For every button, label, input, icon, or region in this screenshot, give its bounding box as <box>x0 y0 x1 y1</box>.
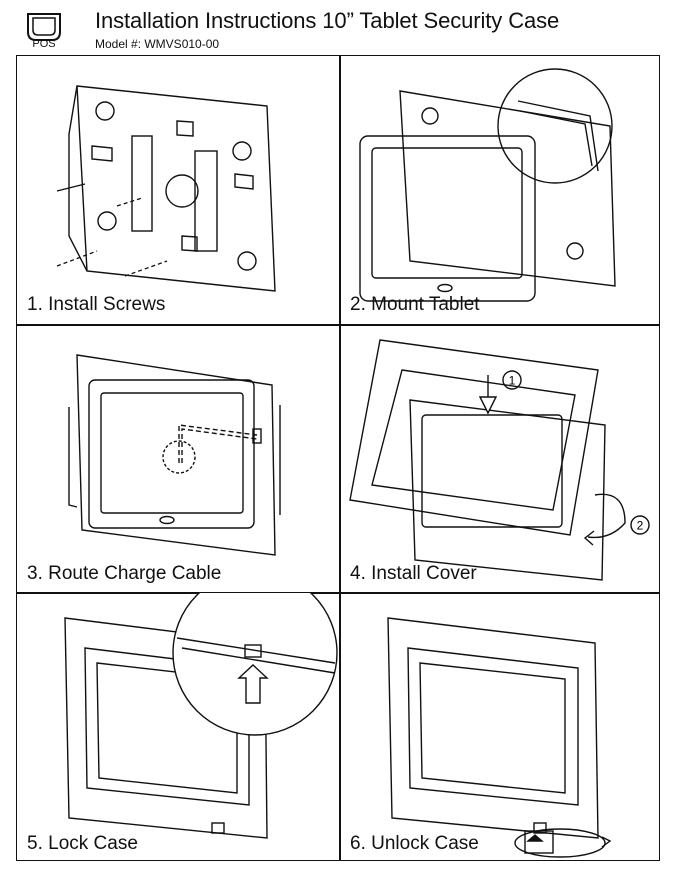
callout-number-2: 2 <box>637 519 644 533</box>
grid-divider-row-1 <box>17 324 659 326</box>
step-caption-1: 1. Install Screws <box>27 294 166 315</box>
logo-text: POS <box>32 38 56 50</box>
grid-divider-vertical <box>339 56 341 860</box>
route-cable-illustration <box>68 354 281 556</box>
step-caption-4: 4. Install Cover <box>350 563 477 584</box>
step-caption-6: 6. Unlock Case <box>350 833 479 854</box>
pos-logo-icon <box>27 13 61 41</box>
page-title: Installation Instructions 10” Tablet Sec… <box>95 8 560 33</box>
instruction-grid: 1. Install Screws 2. Mount Tablet <box>16 55 660 861</box>
step-panel-4: 1 2 4. Install Cover <box>340 325 661 592</box>
step-panel-6: 6. Unlock Case <box>340 593 661 862</box>
step-panel-3: 3. Route Charge Cable <box>17 325 339 592</box>
grid-divider-row-2 <box>17 592 659 594</box>
step-panel-2: 2. Mount Tablet <box>340 56 661 324</box>
wall-plate-screws-illustration <box>56 85 276 292</box>
step-caption-5: 5. Lock Case <box>27 833 138 854</box>
step-panel-5: 5. Lock Case <box>17 593 339 862</box>
step-panel-1: 1. Install Screws <box>17 56 339 324</box>
model-number: Model #: WMVS010-00 <box>95 37 220 51</box>
install-cover-illustration: 1 2 <box>349 339 650 581</box>
callout-number-1: 1 <box>509 374 516 388</box>
lock-case-illustration <box>64 593 338 839</box>
mount-tablet-illustration <box>359 68 616 302</box>
step-caption-2: 2. Mount Tablet <box>350 294 480 315</box>
unlock-case-illustration <box>387 617 612 858</box>
step-caption-3: 3. Route Charge Cable <box>27 563 222 584</box>
